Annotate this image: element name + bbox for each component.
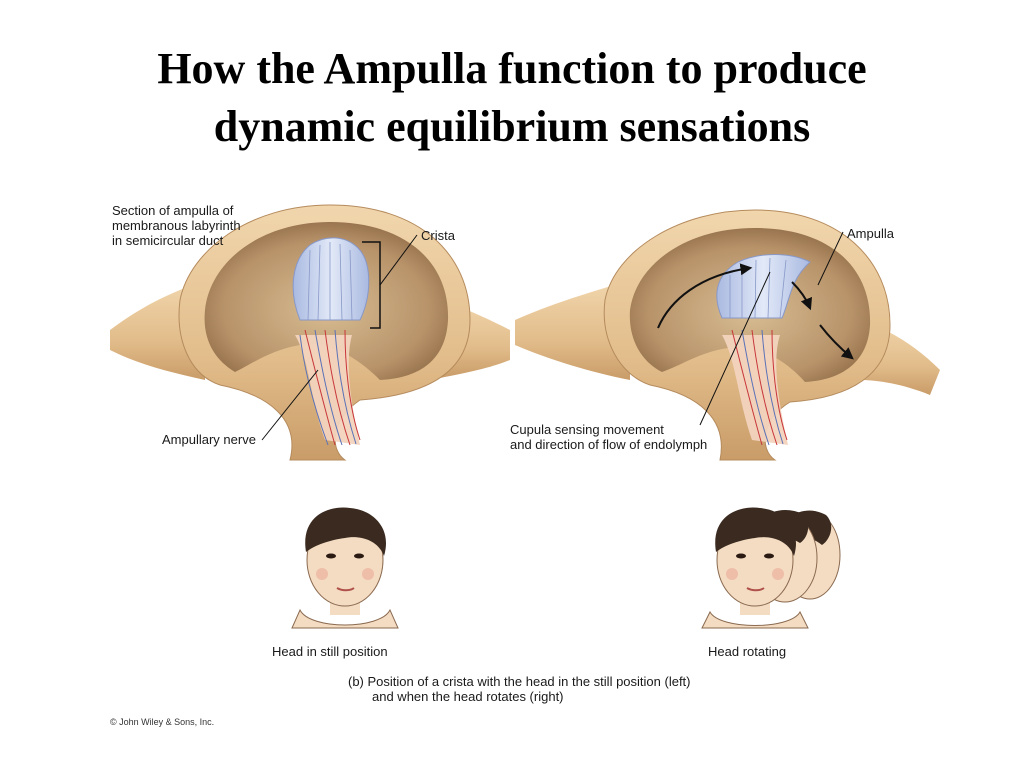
head-still-label: Head in still position bbox=[272, 644, 388, 659]
head-rotating-illustration bbox=[701, 507, 841, 629]
left-ampullary-nerve bbox=[295, 335, 360, 445]
head-still-illustration bbox=[291, 507, 399, 629]
right-ampulla bbox=[515, 209, 940, 461]
right-leader-lines bbox=[699, 231, 844, 426]
ampullary-nerve-label: Ampullary nerve bbox=[162, 432, 256, 447]
caption-line-1: (b) Position of a crista with the head i… bbox=[348, 674, 691, 689]
slide-title: How the Ampulla function to produce dyna… bbox=[0, 40, 1024, 156]
left-ampulla bbox=[110, 204, 510, 461]
caption-line-2: and when the head rotates (right) bbox=[372, 689, 564, 704]
title-line-2: dynamic equilibrium sensations bbox=[213, 102, 811, 151]
title-line-1: How the Ampulla function to produce bbox=[157, 44, 867, 93]
copyright-notice: © John Wiley & Sons, Inc. bbox=[110, 717, 215, 727]
crista-label: Crista bbox=[421, 228, 455, 243]
section-label-line-2: membranous labyrinth bbox=[112, 218, 241, 233]
flow-arrow-2 bbox=[791, 281, 813, 311]
left-nerve-vessels bbox=[299, 329, 361, 446]
figure-caption: (b) Position of a crista with the head i… bbox=[348, 674, 691, 704]
flow-arrow-3 bbox=[819, 324, 854, 360]
flow-arrow-1 bbox=[657, 263, 753, 329]
head-rotating-label: Head rotating bbox=[708, 644, 787, 659]
section-label-line-3: in semicircular duct bbox=[112, 233, 224, 248]
cupula-label-line-1: Cupula sensing movement bbox=[510, 422, 664, 437]
ampulla-label: Ampulla bbox=[847, 226, 894, 241]
left-cupula-striations bbox=[307, 242, 353, 321]
left-cupula bbox=[292, 237, 370, 321]
cupula-label-line-2: and direction of flow of endolymph bbox=[510, 437, 708, 452]
section-of-ampulla-label: Section of ampulla of membranous labyrin… bbox=[112, 203, 241, 248]
cupula-sensing-label: Cupula sensing movement and direction of… bbox=[510, 422, 707, 452]
section-label-line-1: Section of ampulla of bbox=[112, 203, 234, 218]
left-leader-lines bbox=[261, 234, 418, 441]
